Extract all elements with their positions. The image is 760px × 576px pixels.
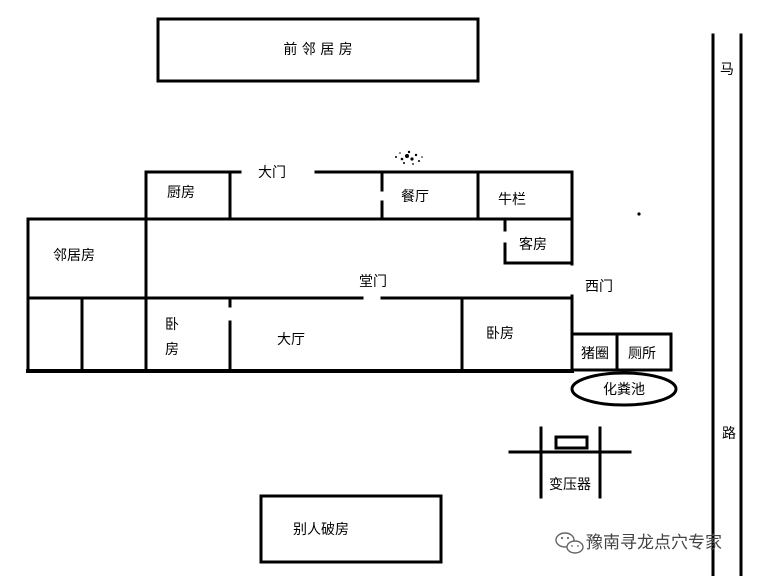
bedroom-right-label: 卧房 — [486, 326, 514, 342]
ruined-house — [259, 494, 443, 564]
pigsty-label: 猪圈 — [581, 346, 609, 362]
septic-tank — [570, 371, 678, 407]
guest-room-label: 客房 — [519, 236, 547, 253]
bedroom-left-label-2: 房 — [165, 342, 179, 358]
living-hall-label: 大厅 — [277, 332, 305, 348]
transformer-structure — [508, 426, 632, 499]
ruined-house-label: 别人破房 — [293, 522, 349, 538]
ink-splotch — [395, 150, 423, 165]
wechat-icon — [555, 532, 584, 554]
pigsty-toilet-block — [570, 332, 673, 372]
dining-label: 餐厅 — [401, 189, 429, 205]
transformer-label: 变压器 — [549, 477, 591, 493]
watermark-text: 豫南寻龙点穴专家 — [586, 533, 722, 553]
road-label-lu: 路 — [722, 426, 736, 442]
main-gate-label: 大门 — [258, 165, 286, 181]
stray-dot — [637, 212, 641, 216]
front-neighbor-house — [156, 17, 480, 83]
toilet-label: 厕所 — [628, 346, 656, 362]
kitchen-label: 厨房 — [167, 185, 195, 201]
neighbor-house-label: 邻居房 — [53, 248, 95, 264]
front-neighbor-label: 前 邻 居 房 — [283, 41, 352, 58]
road-label-ma: 马 — [720, 62, 734, 78]
cattle-pen-label: 牛栏 — [498, 192, 526, 208]
main-house-walls — [26, 170, 574, 373]
hall-door-label: 堂门 — [359, 274, 387, 290]
west-gate-label: 西门 — [585, 279, 613, 295]
septic-tank-label: 化粪池 — [603, 382, 645, 398]
bedroom-left-label-1: 卧 — [165, 317, 179, 333]
